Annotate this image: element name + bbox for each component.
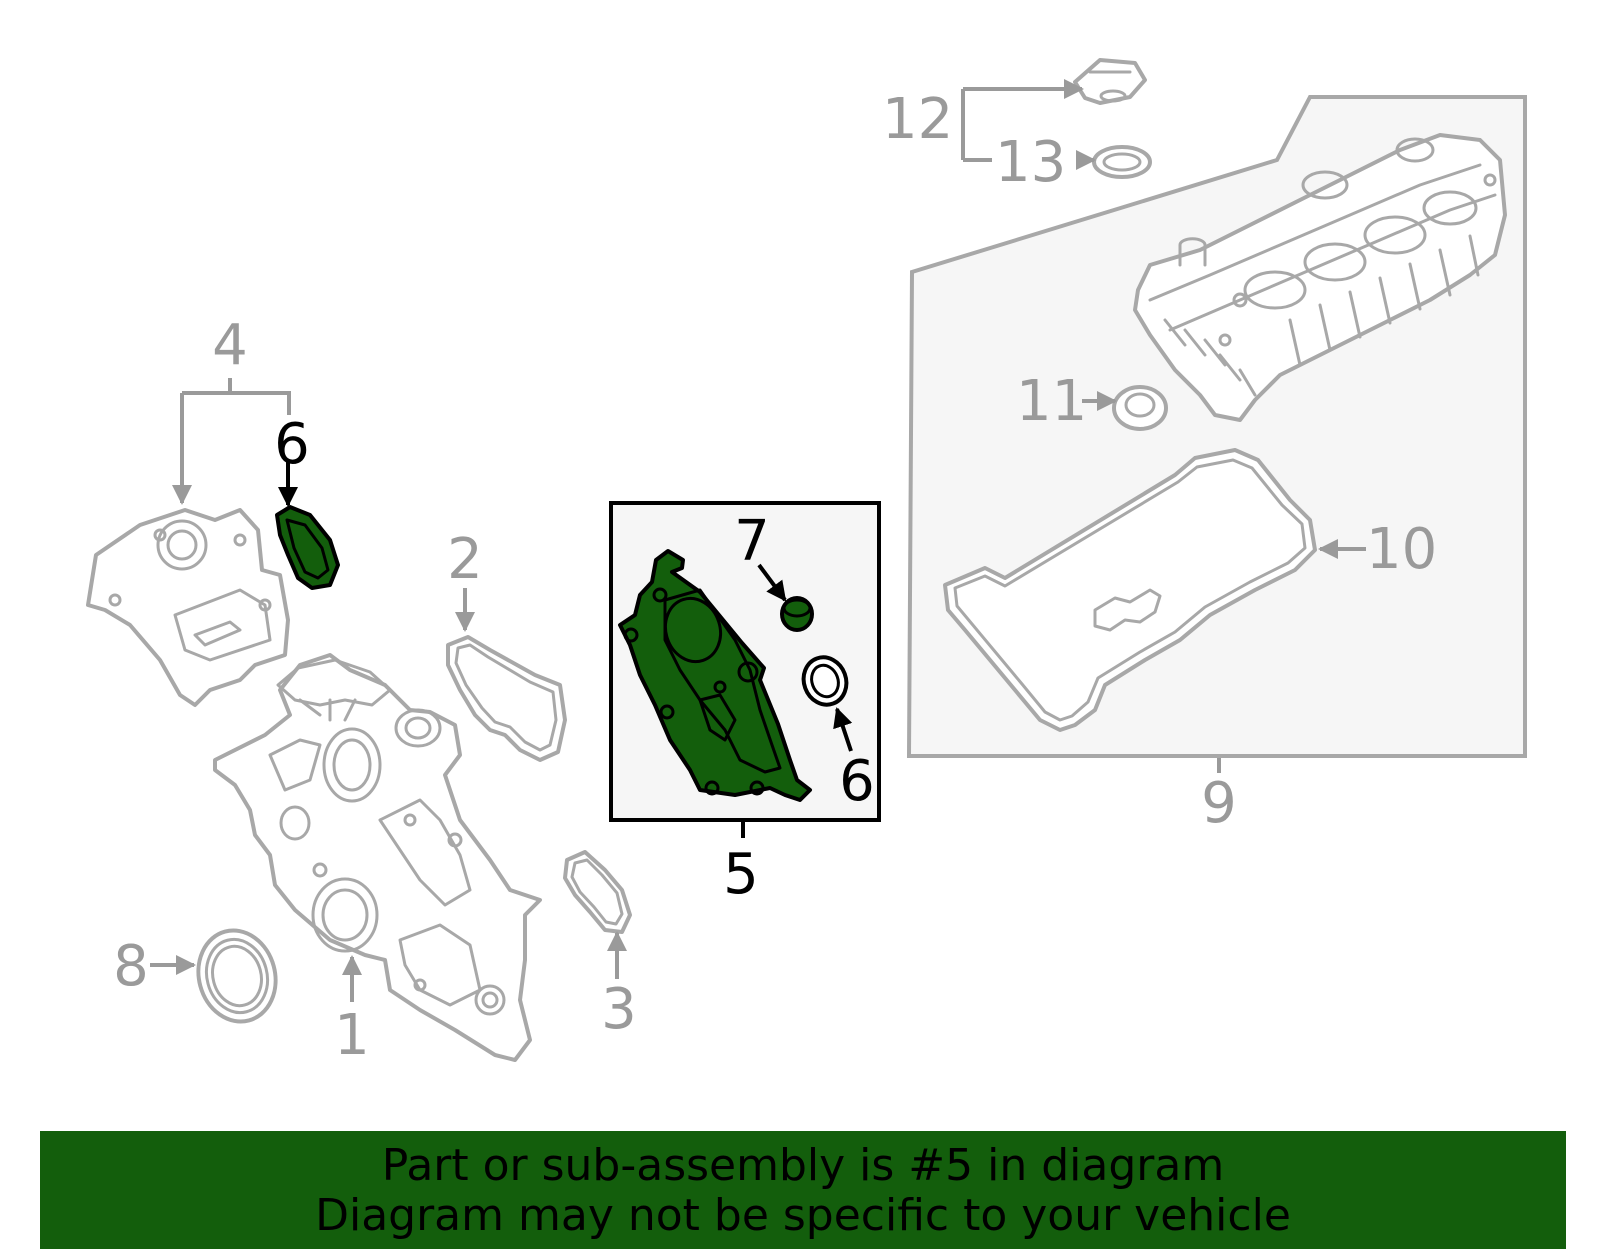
small-gasket-3 (563, 850, 632, 934)
callout-9: 9 (1201, 771, 1237, 836)
callout-2: 2 (447, 527, 483, 592)
o-ring-part-6 (801, 655, 849, 707)
banner-line-2: Diagram may not be specific to your vehi… (315, 1190, 1291, 1241)
callout-numbers: 1 2 3 4 5 6 6 7 8 9 10 11 12 13 (113, 87, 1437, 1068)
front-timing-cover (213, 653, 542, 1062)
seal-ring-11 (1112, 385, 1168, 431)
leader-lines (150, 79, 1366, 1002)
valve-cover-gasket (943, 448, 1317, 732)
callout-12: 12 (882, 87, 953, 152)
callout-1: 1 (334, 1003, 370, 1068)
timing-cover-part-5[interactable] (618, 549, 812, 802)
callout-6-box: 6 (839, 749, 875, 814)
upper-timing-cover (86, 508, 290, 707)
callout-3: 3 (601, 977, 637, 1042)
crankshaft-seal (196, 928, 278, 1024)
callout-8: 8 (113, 934, 149, 999)
callout-6-upper: 6 (274, 412, 310, 477)
cover-seal-highlighted (275, 505, 340, 590)
callout-10: 10 (1366, 517, 1437, 582)
timing-cover-gasket (446, 635, 567, 762)
info-banner: Part or sub-assembly is #5 in diagram Di… (40, 1131, 1566, 1249)
banner-line-1: Part or sub-assembly is #5 in diagram (381, 1140, 1225, 1191)
valve-cover (1133, 133, 1507, 422)
cap-seal-ring (1092, 145, 1152, 179)
callout-11: 11 (1016, 369, 1087, 434)
callout-5: 5 (723, 842, 759, 907)
callout-4: 4 (212, 313, 248, 378)
callout-7: 7 (734, 509, 770, 574)
oil-filler-cap (1073, 58, 1147, 105)
plug-part-7 (780, 596, 814, 632)
callout-13: 13 (995, 130, 1066, 195)
